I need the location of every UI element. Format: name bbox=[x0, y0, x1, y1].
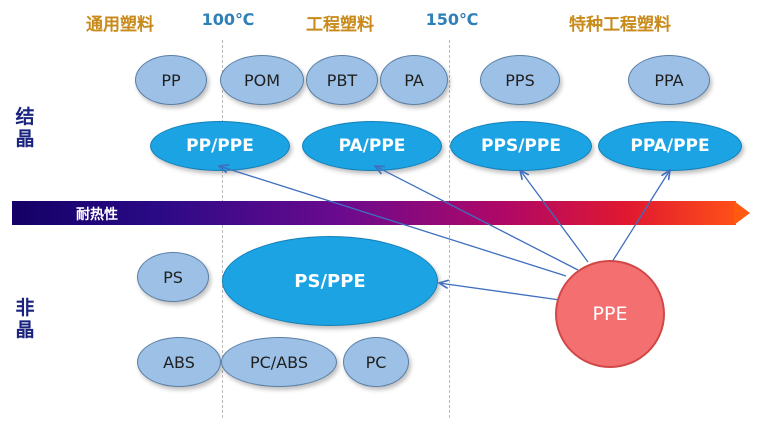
node-pa: PA bbox=[380, 55, 448, 105]
header-temp-100: 100℃ bbox=[201, 10, 255, 29]
heat-resistance-label: 耐热性 bbox=[76, 207, 118, 223]
divider-100c bbox=[222, 40, 223, 418]
arrow-ppe-to-pa-ppe bbox=[375, 166, 579, 271]
node-ps-ppe: PS/PPE bbox=[222, 236, 438, 326]
node-pbt: PBT bbox=[306, 55, 378, 105]
arrow-ppe-to-pps-ppe bbox=[520, 170, 589, 263]
node-pp: PP bbox=[135, 55, 207, 105]
arrow-ppe-to-pp-ppe bbox=[219, 166, 567, 277]
node-ppa: PPA bbox=[628, 55, 710, 105]
header-general-plastics: 通用塑料 bbox=[86, 15, 154, 35]
node-pom: POM bbox=[220, 55, 304, 105]
heat-resistance-bar bbox=[12, 201, 736, 225]
header-temp-150: 150℃ bbox=[425, 10, 479, 29]
arrow-ppe-to-ppa-ppe bbox=[611, 170, 670, 263]
node-pps-ppe: PPS/PPE bbox=[450, 121, 592, 171]
node-pc: PC bbox=[343, 337, 409, 387]
node-ps: PS bbox=[137, 252, 209, 302]
node-pp-ppe: PP/PPE bbox=[150, 121, 290, 171]
divider-150c bbox=[449, 40, 450, 418]
header-special-engineering-plastics: 特种工程塑料 bbox=[569, 15, 671, 35]
header-engineering-plastics: 工程塑料 bbox=[306, 15, 374, 35]
node-pc-abs: PC/ABS bbox=[221, 337, 337, 387]
side-label-amorphous: 非 晶 bbox=[15, 297, 35, 341]
node-pa-ppe: PA/PPE bbox=[302, 121, 442, 171]
heat-resistance-arrowhead bbox=[734, 201, 750, 225]
arrow-ppe-to-ps-ppe bbox=[439, 283, 561, 301]
node-abs: ABS bbox=[137, 337, 221, 387]
node-pps: PPS bbox=[480, 55, 560, 105]
node-ppa-ppe: PPA/PPE bbox=[598, 121, 742, 171]
node-ppe: PPE bbox=[555, 260, 665, 368]
side-label-crystalline: 结 晶 bbox=[15, 106, 35, 150]
